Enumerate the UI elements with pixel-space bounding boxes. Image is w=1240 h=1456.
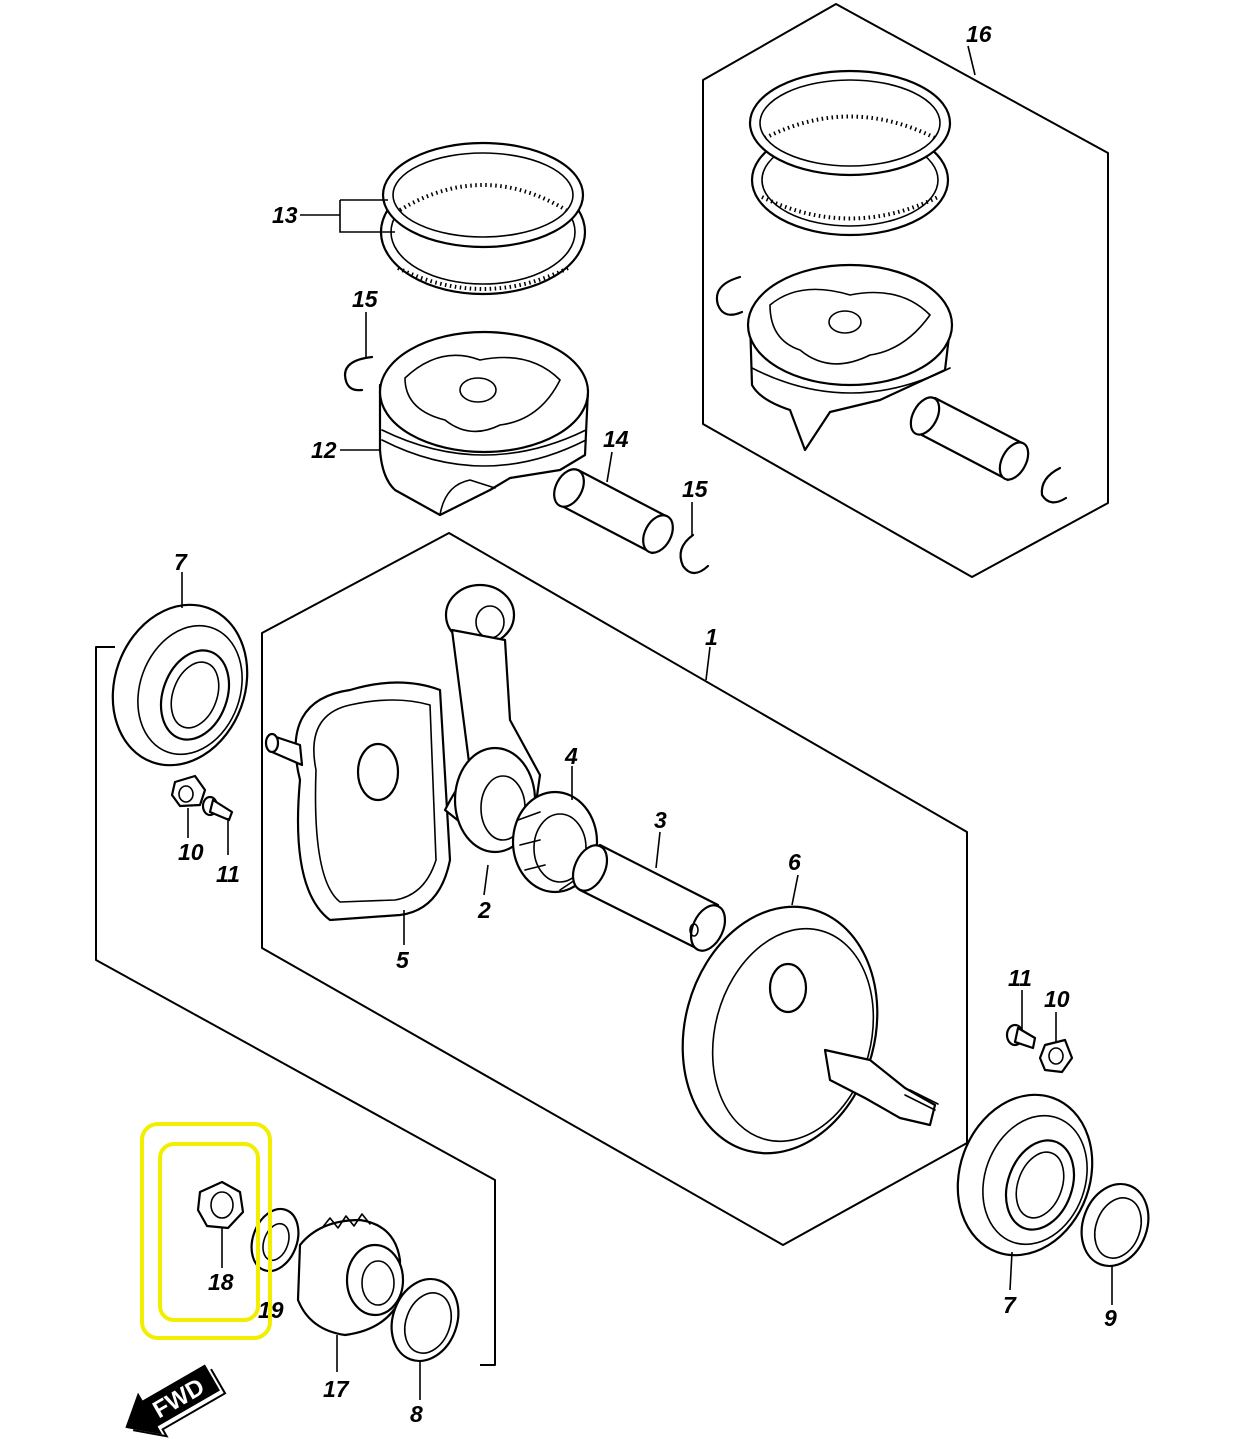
callout-5: 5	[396, 947, 410, 973]
callout-15-top: 15	[352, 286, 379, 312]
crank-web-left-5[interactable]	[264, 681, 452, 922]
callout-8: 8	[410, 1401, 423, 1427]
callout-6: 6	[788, 849, 801, 875]
piston-assembly-frame-16	[702, 3, 1109, 578]
callout-16: 16	[966, 21, 992, 47]
lower-parts-bracket-frame	[95, 646, 496, 1366]
callout-7-top: 7	[174, 549, 188, 575]
bearing-retainer-10-left[interactable]	[170, 774, 207, 808]
bearing-retainer-10-right[interactable]	[1038, 1038, 1074, 1074]
callout-15-right: 15	[682, 476, 709, 502]
oil-seal-8[interactable]	[381, 1270, 470, 1371]
callout-7-bottom: 7	[1003, 1292, 1017, 1318]
callout-12: 12	[311, 437, 337, 463]
crankshaft-bearing-7-left[interactable]	[91, 586, 269, 785]
nut-18[interactable]	[196, 1180, 245, 1230]
callout-14: 14	[603, 426, 629, 452]
callout-13: 13	[272, 202, 298, 228]
callout-18: 18	[208, 1269, 234, 1295]
part-18-highlight	[140, 1122, 272, 1340]
crank-web-right-6[interactable]	[656, 885, 939, 1176]
piston-12[interactable]	[378, 330, 590, 517]
crankshaft-bearing-7-right[interactable]	[936, 1076, 1114, 1275]
washer-19[interactable]	[243, 1202, 306, 1277]
callout-11-left: 11	[216, 861, 240, 887]
callout-10-left: 10	[178, 839, 204, 865]
connecting-rod-2[interactable]	[443, 583, 542, 854]
callout-9: 9	[1104, 1305, 1117, 1331]
callout-4: 4	[564, 743, 578, 769]
callout-2: 2	[477, 897, 491, 923]
primary-drive-gear-17[interactable]	[296, 1213, 405, 1337]
piston-pin-circlip-15-right[interactable]	[679, 533, 710, 575]
piston-set-16[interactable]	[715, 69, 1068, 504]
leader-lines	[181, 45, 1113, 1400]
forward-direction-arrow: FWD	[125, 1364, 227, 1438]
highlight-outer	[140, 1122, 272, 1340]
piston-pin-circlip-15-top[interactable]	[343, 355, 374, 392]
callout-1: 1	[705, 624, 718, 650]
retainer-screw-11-right[interactable]	[1005, 1023, 1037, 1050]
highlight-inner	[158, 1142, 260, 1322]
crank-pin-3[interactable]	[566, 840, 731, 956]
callout-10-right: 10	[1044, 986, 1070, 1012]
callout-17: 17	[323, 1376, 350, 1402]
retainer-screw-11-left[interactable]	[201, 795, 234, 822]
piston-pin-14[interactable]	[548, 464, 679, 558]
callout-11-right: 11	[1008, 965, 1032, 991]
piston-rings-13[interactable]	[379, 141, 587, 296]
callout-3: 3	[654, 807, 667, 833]
oil-seal-9[interactable]	[1071, 1175, 1160, 1276]
